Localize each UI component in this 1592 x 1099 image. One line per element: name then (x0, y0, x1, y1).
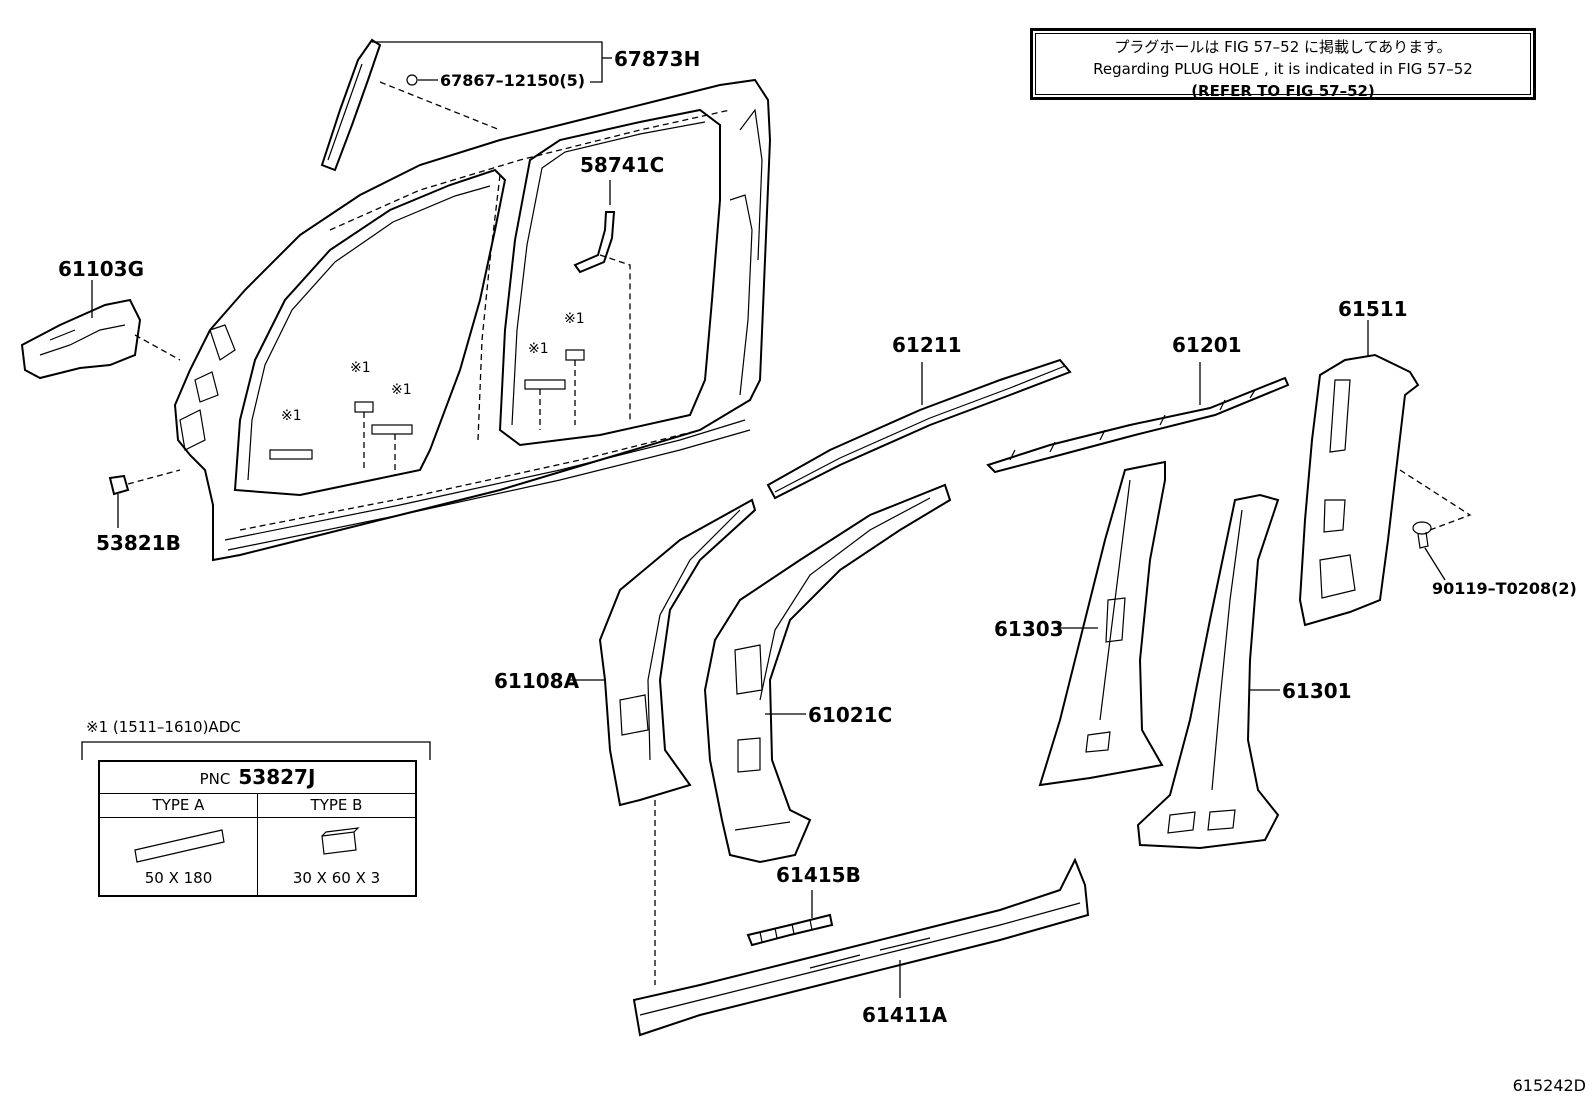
pnc-legend-table: PNC 53827J TYPE A TYPE B 50 X 180 30 X 60… (98, 760, 417, 897)
part-61021C-shape (703, 483, 952, 864)
part-61411A-shape (632, 857, 1090, 1037)
part-61108A-shape (568, 498, 757, 985)
part-61301-shape (1136, 493, 1280, 850)
marker-note1-e: ※1 (564, 311, 585, 327)
note-pads (269, 349, 585, 475)
notice-line-english: Regarding PLUG HOLE , it is indicated in… (1093, 60, 1473, 78)
marker-note1-c: ※1 (391, 382, 412, 398)
type-b-header: TYPE B (257, 792, 417, 818)
part-53821B-shape (108, 469, 181, 528)
label-90119-T0208: 90119–T0208(2) (1432, 579, 1577, 598)
pnc-row: PNC 53827J (98, 760, 417, 794)
type-a-size: 50 X 180 (98, 816, 258, 897)
label-61201: 61201 (1172, 333, 1242, 357)
marker-note1-b: ※1 (350, 360, 371, 376)
label-61415B: 61415B (776, 863, 861, 887)
part-61211-shape (766, 358, 1072, 500)
side-outer-panel (173, 78, 772, 562)
label-61103G: 61103G (58, 257, 144, 281)
label-58741C: 58741C (580, 153, 664, 177)
part-61511-shape (1298, 320, 1472, 627)
notice-line-japanese: プラグホールは FIG 57–52 に掲載してあります。 (1114, 38, 1452, 56)
label-53821B: 53821B (96, 531, 181, 555)
label-61021C: 61021C (808, 703, 892, 727)
part-67873H-shape (320, 38, 612, 172)
part-61415B-shape (746, 890, 834, 947)
part-61303-shape (1038, 460, 1166, 787)
marker-note1-d: ※1 (528, 341, 549, 357)
type-b-size: 30 X 60 X 3 (257, 816, 417, 897)
part-90119-shape (1412, 521, 1446, 581)
marker-note1-a: ※1 (281, 408, 302, 424)
label-61108A: 61108A (494, 669, 580, 693)
pnc-code: 53827J (238, 765, 316, 790)
legend-header: ※1 (1511–1610)ADC (86, 718, 241, 736)
label-67867-12150: 67867–12150(5) (440, 71, 585, 90)
label-61511: 61511 (1338, 297, 1408, 321)
part-61201-shape (986, 362, 1290, 474)
pnc-label: PNC (199, 770, 231, 789)
type-a-header: TYPE A (98, 792, 258, 818)
label-61411A: 61411A (862, 1003, 948, 1027)
part-58741C-shape (573, 180, 631, 420)
figure-id: 615242D (1512, 1076, 1586, 1095)
label-61211: 61211 (892, 333, 962, 357)
part-61103G-shape (20, 280, 181, 380)
plug-hole-notice: プラグホールは FIG 57–52 に掲載してあります。 Regarding P… (1030, 28, 1536, 100)
label-67873H: 67873H (614, 47, 700, 71)
notice-line-refer: (REFER TO FIG 57–52) (1191, 82, 1375, 100)
label-61301: 61301 (1282, 679, 1352, 703)
label-61303: 61303 (994, 617, 1064, 641)
